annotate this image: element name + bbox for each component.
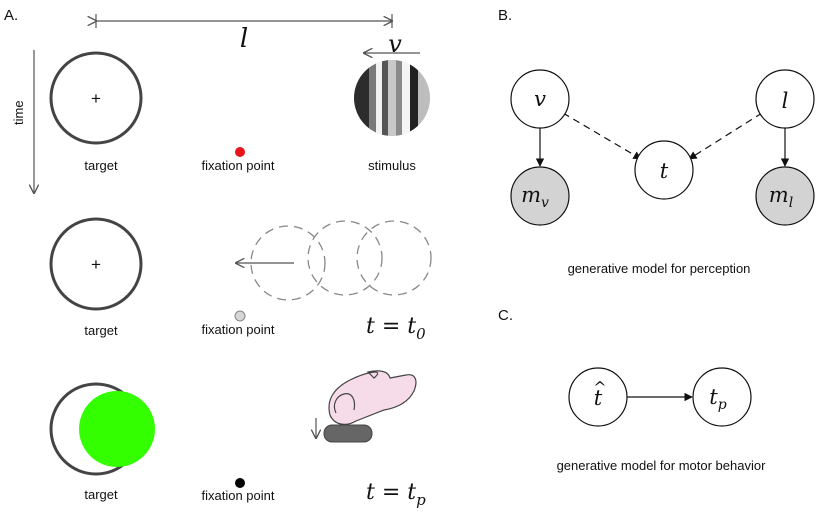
fixation-label-row2: fixation point	[202, 322, 275, 337]
target-circle-row1	[49, 51, 143, 145]
response-disk	[79, 391, 155, 467]
fixation-dot-row1	[235, 147, 245, 157]
stimulus-grating	[354, 60, 430, 136]
moving-stimulus-trail	[250, 220, 432, 301]
target-label-row3: target	[84, 487, 118, 502]
svg-text:^: ^	[593, 378, 606, 397]
fixation-dot-row3	[235, 478, 245, 488]
fixation-label-row3: fixation point	[202, 488, 275, 503]
node-v: v	[510, 69, 570, 129]
node-t-hat: t ^	[568, 367, 628, 427]
panel-label-c: C.	[498, 307, 513, 324]
velocity-symbol: v	[388, 30, 402, 58]
node-l: l	[755, 69, 815, 129]
fixation-cross-icon: +	[91, 89, 101, 108]
panel-label-b: B.	[498, 7, 512, 24]
fixation-label-row1: fixation point	[202, 158, 275, 173]
target-label-row2: target	[84, 323, 118, 338]
caption-perception: generative model for perception	[568, 261, 751, 276]
svg-text:mv: mv	[521, 183, 549, 211]
target-circle-row2	[49, 217, 143, 311]
node-m-l: ml	[755, 166, 815, 226]
fixation-dot-row2	[234, 310, 246, 322]
svg-text:l: l	[782, 89, 789, 113]
svg-text:t: t	[660, 159, 669, 183]
panel-label-a: A.	[4, 7, 18, 24]
node-t-p: tp	[692, 367, 752, 427]
stimulus-label: stimulus	[368, 158, 416, 173]
fixation-cross-icon: +	[91, 255, 101, 274]
svg-text:v: v	[534, 87, 546, 111]
distance-symbol: l	[240, 24, 248, 54]
node-t: t	[634, 140, 694, 200]
finger-press-icon	[316, 370, 417, 443]
time-label: time	[11, 100, 26, 125]
distance-bar	[96, 14, 392, 28]
caption-motor: generative model for motor behavior	[557, 458, 767, 473]
target-label-row1: target	[84, 158, 118, 173]
time-equation-row3: t = tp	[366, 480, 426, 509]
svg-text:t: t	[594, 386, 603, 410]
node-m-v: mv	[510, 166, 570, 226]
svg-text:ml: ml	[769, 183, 793, 211]
time-equation-row2: t = t0	[366, 314, 426, 343]
svg-text:tp: tp	[709, 385, 726, 413]
edges-perception	[535, 112, 790, 167]
